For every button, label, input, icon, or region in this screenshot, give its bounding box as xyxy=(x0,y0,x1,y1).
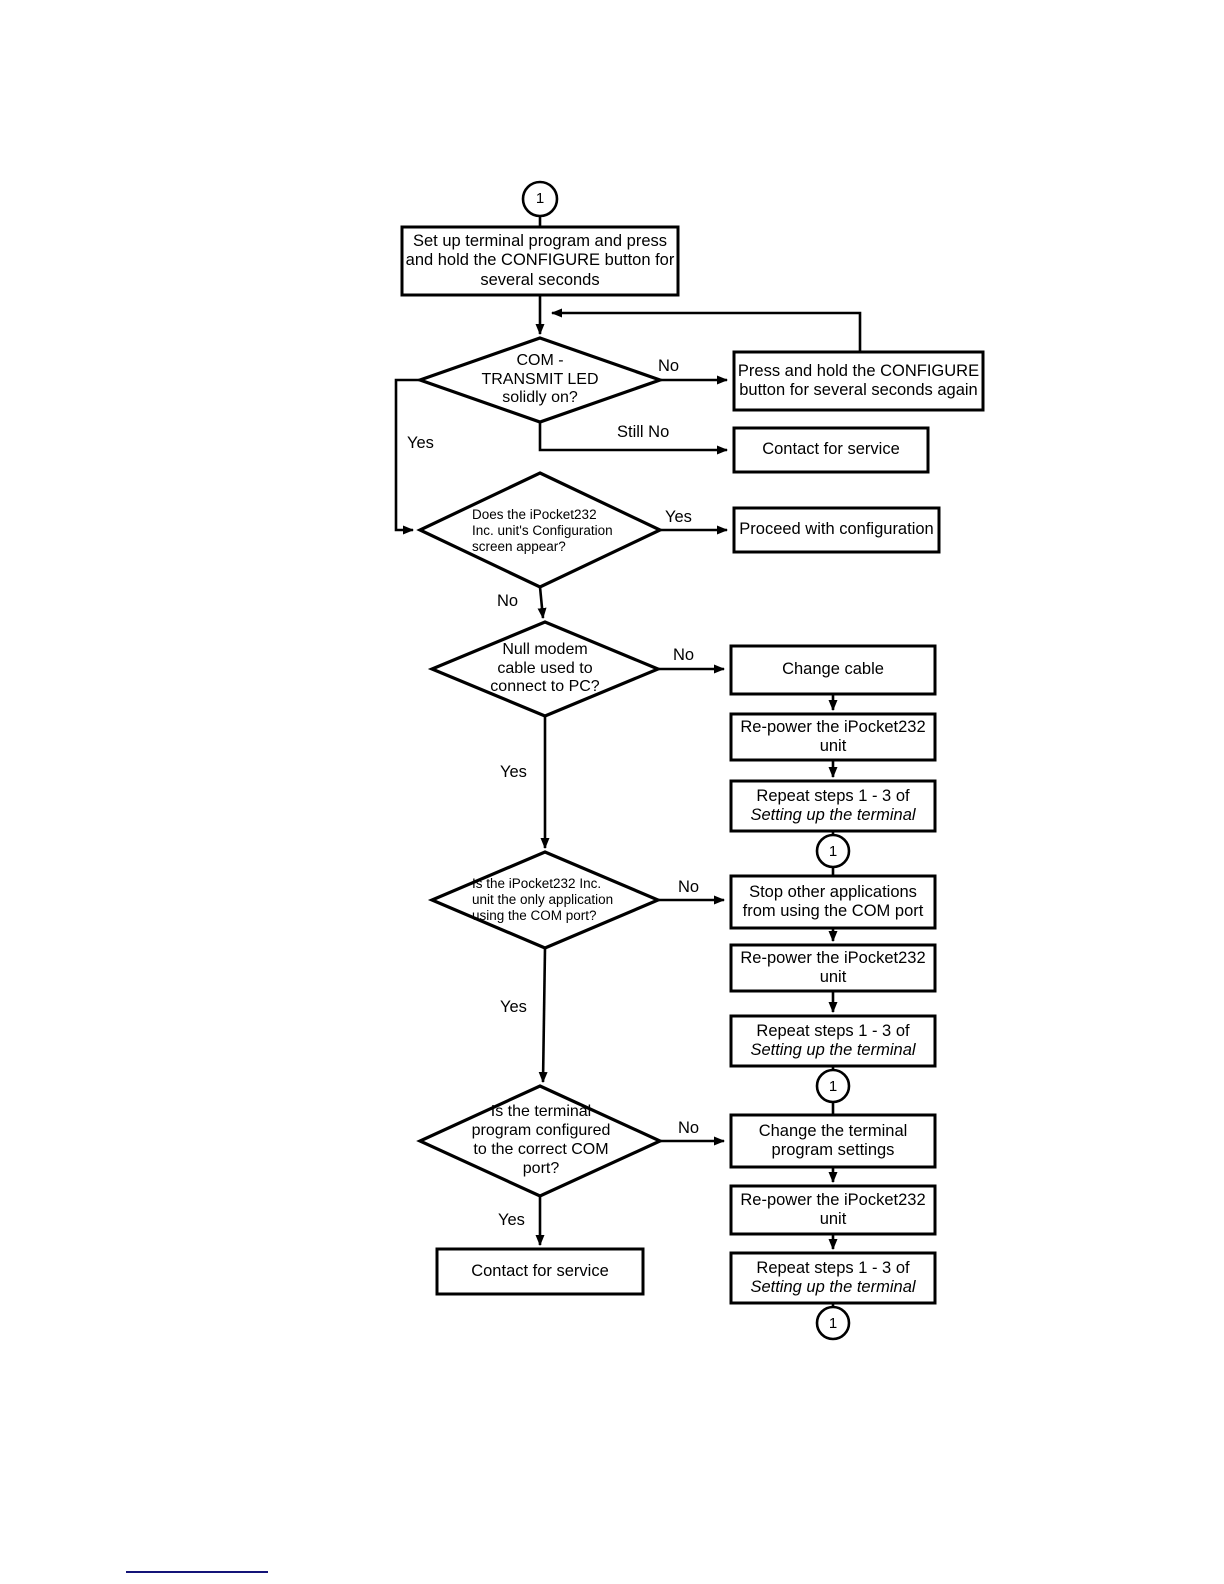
box-repower-2 xyxy=(729,943,937,993)
connector-circle-after-repeat-1 xyxy=(815,833,851,869)
edge-d2-no xyxy=(537,586,547,619)
box-setup-terminal xyxy=(400,225,680,297)
edge-d1-still-no xyxy=(538,422,728,455)
box-press-hold-again xyxy=(732,350,985,412)
box-repeat-steps-3 xyxy=(729,1251,937,1305)
edge-d4-yes xyxy=(538,947,548,1083)
diamond-correct-com-port xyxy=(416,1084,664,1198)
diamond-config-screen-appear xyxy=(416,471,664,589)
diamond-only-application xyxy=(427,850,663,950)
box-repeat-steps-1 xyxy=(729,779,937,833)
diamond-com-transmit-led xyxy=(415,336,665,424)
connector-circle-after-repeat-3 xyxy=(815,1305,851,1341)
box-change-terminal-settings xyxy=(729,1113,937,1169)
box-proceed-config xyxy=(732,506,941,554)
footer-divider xyxy=(126,1571,268,1573)
box-repeat-steps-2 xyxy=(729,1014,937,1068)
edge-p2-feedback xyxy=(551,308,862,352)
connector-circle-top xyxy=(521,180,559,218)
diamond-null-modem-cable xyxy=(427,620,663,718)
box-change-cable xyxy=(729,644,937,696)
connector-circle-after-repeat-2 xyxy=(815,1068,851,1104)
box-contact-service-top xyxy=(732,426,930,474)
edge-d1-yes xyxy=(394,378,420,535)
box-repower-3 xyxy=(729,1184,937,1236)
box-stop-other-apps xyxy=(729,874,937,930)
box-repower-1 xyxy=(729,712,937,762)
box-contact-service-bottom xyxy=(435,1247,645,1296)
